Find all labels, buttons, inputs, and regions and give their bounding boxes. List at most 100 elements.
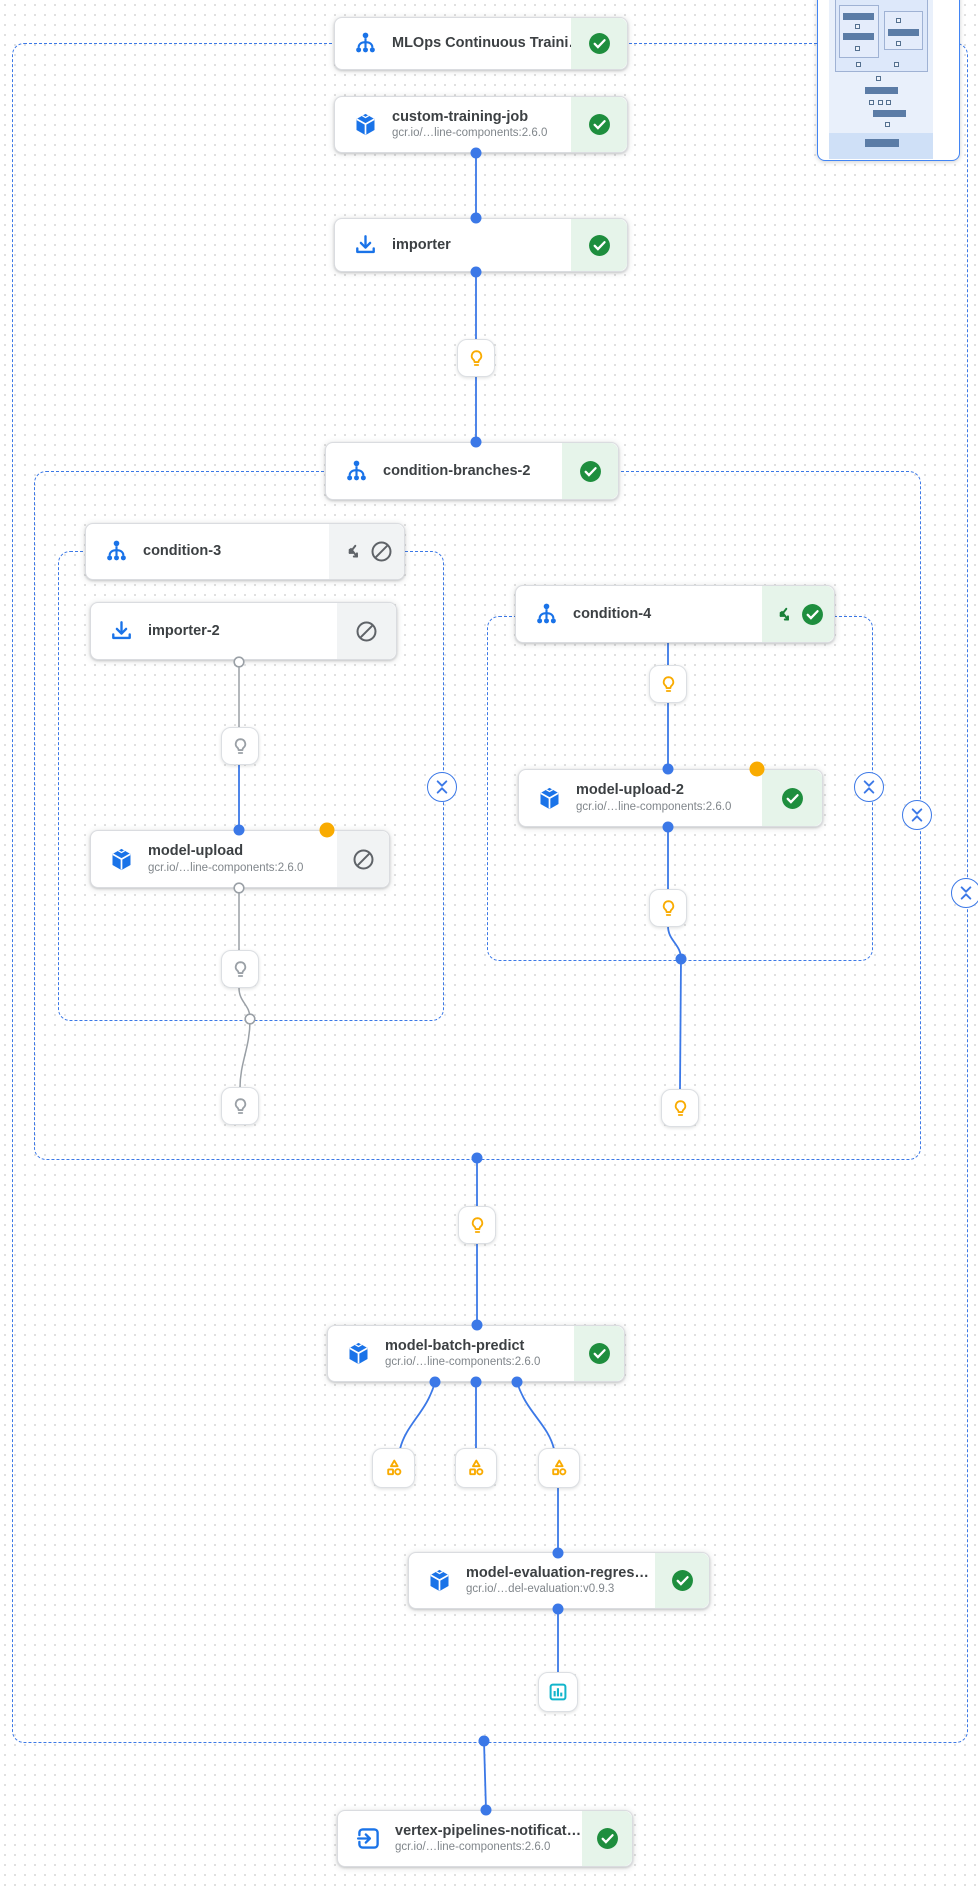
- pipeline-node-model-evaluation-regression[interactable]: model-evaluation-regres… gcr.io/…del-eva…: [408, 1552, 710, 1609]
- lightbulb-icon: [471, 1216, 483, 1233]
- cube-icon: [536, 785, 563, 812]
- lightbulb-icon: [470, 349, 482, 366]
- minimap-artifact: [894, 62, 899, 67]
- skipped-icon: [353, 849, 373, 869]
- node-subtitle: gcr.io/…del-evaluation:v0.9.3: [466, 1583, 615, 1596]
- skipped-icon: [356, 621, 377, 641]
- metrics-artifact-node[interactable]: [538, 1672, 578, 1712]
- minimap[interactable]: [817, 0, 960, 161]
- cube-icon: [426, 1567, 453, 1594]
- pipeline-node-vertex-pipelines-notification[interactable]: vertex-pipelines-notificat… gcr.io/…line…: [337, 1810, 633, 1867]
- system-artifact-node[interactable]: [455, 1448, 497, 1488]
- node-title: condition-4: [573, 605, 652, 622]
- pipeline-node-condition-4[interactable]: condition-4: [515, 585, 835, 643]
- status-section: [574, 1326, 624, 1381]
- success-icon: [802, 603, 823, 625]
- status-section: [655, 1553, 709, 1608]
- parameter-lightbulb-node[interactable]: [458, 1206, 496, 1244]
- node-title: importer: [392, 236, 451, 253]
- parameter-lightbulb-node[interactable]: [457, 339, 495, 377]
- pipeline-node-model-upload[interactable]: model-upload gcr.io/…line-components:2.6…: [90, 830, 390, 888]
- bar-chart-icon: [549, 1683, 567, 1701]
- node-subtitle: gcr.io/…line-components:2.6.0: [576, 800, 732, 813]
- pipeline-node-model-upload-2[interactable]: model-upload-2 gcr.io/…line-components:2…: [518, 769, 823, 827]
- parameter-lightbulb-node[interactable]: [661, 1089, 699, 1127]
- success-icon: [579, 460, 601, 482]
- cube-icon: [345, 1340, 372, 1367]
- cube-icon: [352, 111, 379, 138]
- minimap-artifact: [855, 24, 860, 29]
- collapse-group-button[interactable]: [902, 800, 932, 830]
- collapse-vertical-icon: [436, 780, 448, 794]
- collapse-group-button[interactable]: [951, 878, 978, 908]
- parameter-lightbulb-node[interactable]: [649, 889, 687, 927]
- node-title: importer-2: [148, 622, 220, 639]
- pipeline-node-model-batch-predict[interactable]: model-batch-predict gcr.io/…line-compone…: [327, 1325, 625, 1382]
- node-subtitle: gcr.io/…line-components:2.6.0: [395, 1841, 551, 1854]
- lightbulb-icon: [674, 1099, 686, 1116]
- minimap-artifact: [869, 100, 874, 105]
- parameter-lightbulb-node-skipped[interactable]: [221, 727, 259, 765]
- artifact-icon: [386, 1459, 401, 1476]
- minimap-artifact: [855, 46, 860, 51]
- node-subtitle: gcr.io/…line-components:2.6.0: [385, 1356, 541, 1369]
- condition-branch-icon: [533, 601, 560, 628]
- node-title: model-batch-predict: [385, 1337, 525, 1354]
- success-icon: [588, 234, 610, 256]
- collapse-vertical-icon: [960, 886, 972, 900]
- minimap-artifact: [885, 122, 890, 127]
- minimap-artifact: [856, 62, 861, 67]
- pipeline-node-custom-training-job[interactable]: custom-training-job gcr.io/…line-compone…: [334, 96, 628, 153]
- minimap-node: [865, 87, 898, 94]
- import-download-icon: [352, 232, 379, 259]
- cube-icon: [108, 846, 135, 873]
- minimap-artifact: [896, 18, 901, 23]
- system-artifact-node[interactable]: [372, 1448, 415, 1488]
- node-title: condition-branches-2: [383, 462, 531, 479]
- import-download-icon: [108, 618, 135, 645]
- status-section: [571, 18, 627, 69]
- success-icon: [781, 787, 803, 809]
- node-subtitle: gcr.io/…line-components:2.6.0: [392, 127, 548, 140]
- lightbulb-icon: [234, 1097, 246, 1114]
- parameter-lightbulb-node-skipped[interactable]: [221, 1087, 259, 1125]
- success-icon: [671, 1570, 693, 1591]
- node-title: model-upload: [148, 843, 244, 860]
- parameter-lightbulb-node-skipped[interactable]: [221, 950, 259, 988]
- node-title: model-evaluation-regres…: [466, 1564, 649, 1581]
- artifact-icon: [552, 1459, 567, 1476]
- success-icon: [588, 114, 610, 135]
- branch-result-icon: [779, 607, 789, 621]
- parameter-lightbulb-node[interactable]: [649, 665, 687, 703]
- status-section: [582, 1811, 632, 1866]
- node-title: custom-training-job: [392, 108, 529, 125]
- minimap-artifact: [896, 41, 901, 46]
- status-section: [337, 831, 389, 887]
- pipeline-node-condition-3[interactable]: condition-3: [85, 523, 405, 580]
- pipeline-node-condition-branches-2[interactable]: condition-branches-2: [325, 442, 619, 500]
- pipeline-node-mlops-continuous-training[interactable]: MLOps Continuous Traini…: [334, 17, 628, 70]
- pipeline-node-importer-2[interactable]: importer-2: [90, 602, 397, 660]
- status-section: [571, 219, 627, 271]
- lightbulb-icon: [662, 675, 674, 692]
- success-icon: [588, 33, 610, 54]
- pipeline-node-importer[interactable]: importer: [334, 218, 628, 272]
- minimap-artifact: [886, 100, 891, 105]
- minimap-artifact: [878, 100, 883, 105]
- status-section: [329, 524, 404, 579]
- branch-result-icon: [348, 544, 358, 558]
- minimap-node: [888, 29, 919, 36]
- collapse-vertical-icon: [863, 780, 875, 794]
- condition-branch-icon: [352, 30, 379, 57]
- exit-to-app-icon: [355, 1825, 382, 1852]
- minimap-node: [843, 33, 874, 40]
- minimap-node: [843, 13, 874, 20]
- node-subtitle: gcr.io/…line-components:2.6.0: [148, 861, 304, 874]
- lightbulb-icon: [234, 960, 246, 977]
- collapse-group-button[interactable]: [854, 772, 884, 802]
- collapse-group-button[interactable]: [427, 772, 457, 802]
- success-icon: [588, 1343, 610, 1364]
- node-title: condition-3: [143, 543, 222, 560]
- system-artifact-node[interactable]: [538, 1448, 580, 1488]
